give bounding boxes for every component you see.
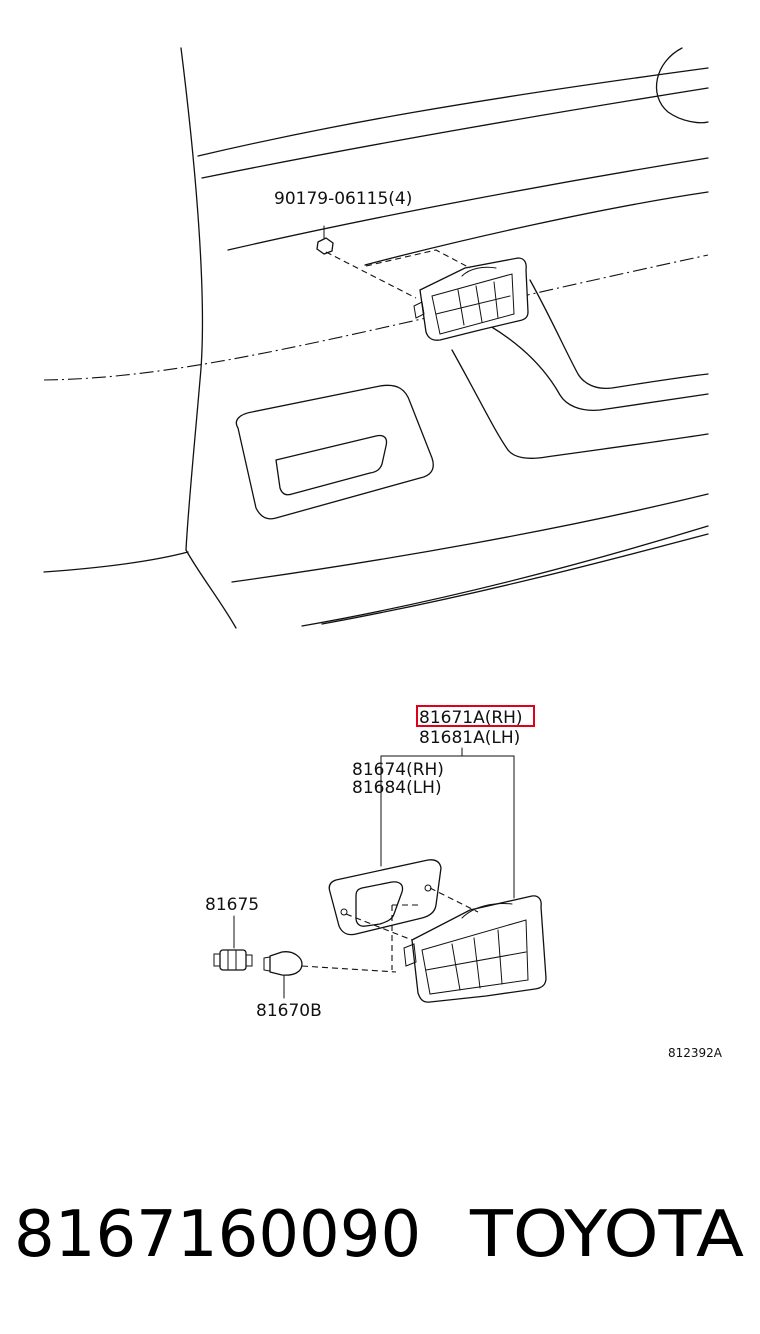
- lamp-lh-part-label: 81681A(LH): [419, 728, 520, 748]
- bulb-socket-icon: [213, 949, 253, 971]
- nut-part-label: 90179-06115(4): [274, 189, 412, 209]
- lamp-gasket-icon: [328, 859, 442, 936]
- gasket-lh-part-label: 81684(LH): [352, 778, 442, 798]
- rear-side-lamp-icon: [403, 895, 547, 1003]
- upper-leader-lines: [325, 249, 471, 299]
- brand-name: TOYOTA: [469, 1198, 744, 1272]
- socket-part-label: 81675: [205, 895, 259, 915]
- gasket-rh-part-label: 81674(RH): [352, 760, 444, 780]
- bulb-icon: [263, 951, 303, 976]
- figure-code: 812392A: [668, 1046, 723, 1060]
- bulb-part-label: 81670B: [256, 1001, 322, 1021]
- part-number: 8167160090: [14, 1198, 421, 1272]
- highlight-box: [416, 705, 535, 727]
- nut-icon: [316, 225, 334, 255]
- vehicle-body-outline: [43, 47, 709, 629]
- handle-recess-outline: [235, 384, 434, 520]
- rear-side-lamp-installed: [413, 257, 529, 341]
- exploded-view-lines: [301, 887, 479, 973]
- lamp-rh-part-label[interactable]: 81671A(RH): [419, 708, 523, 728]
